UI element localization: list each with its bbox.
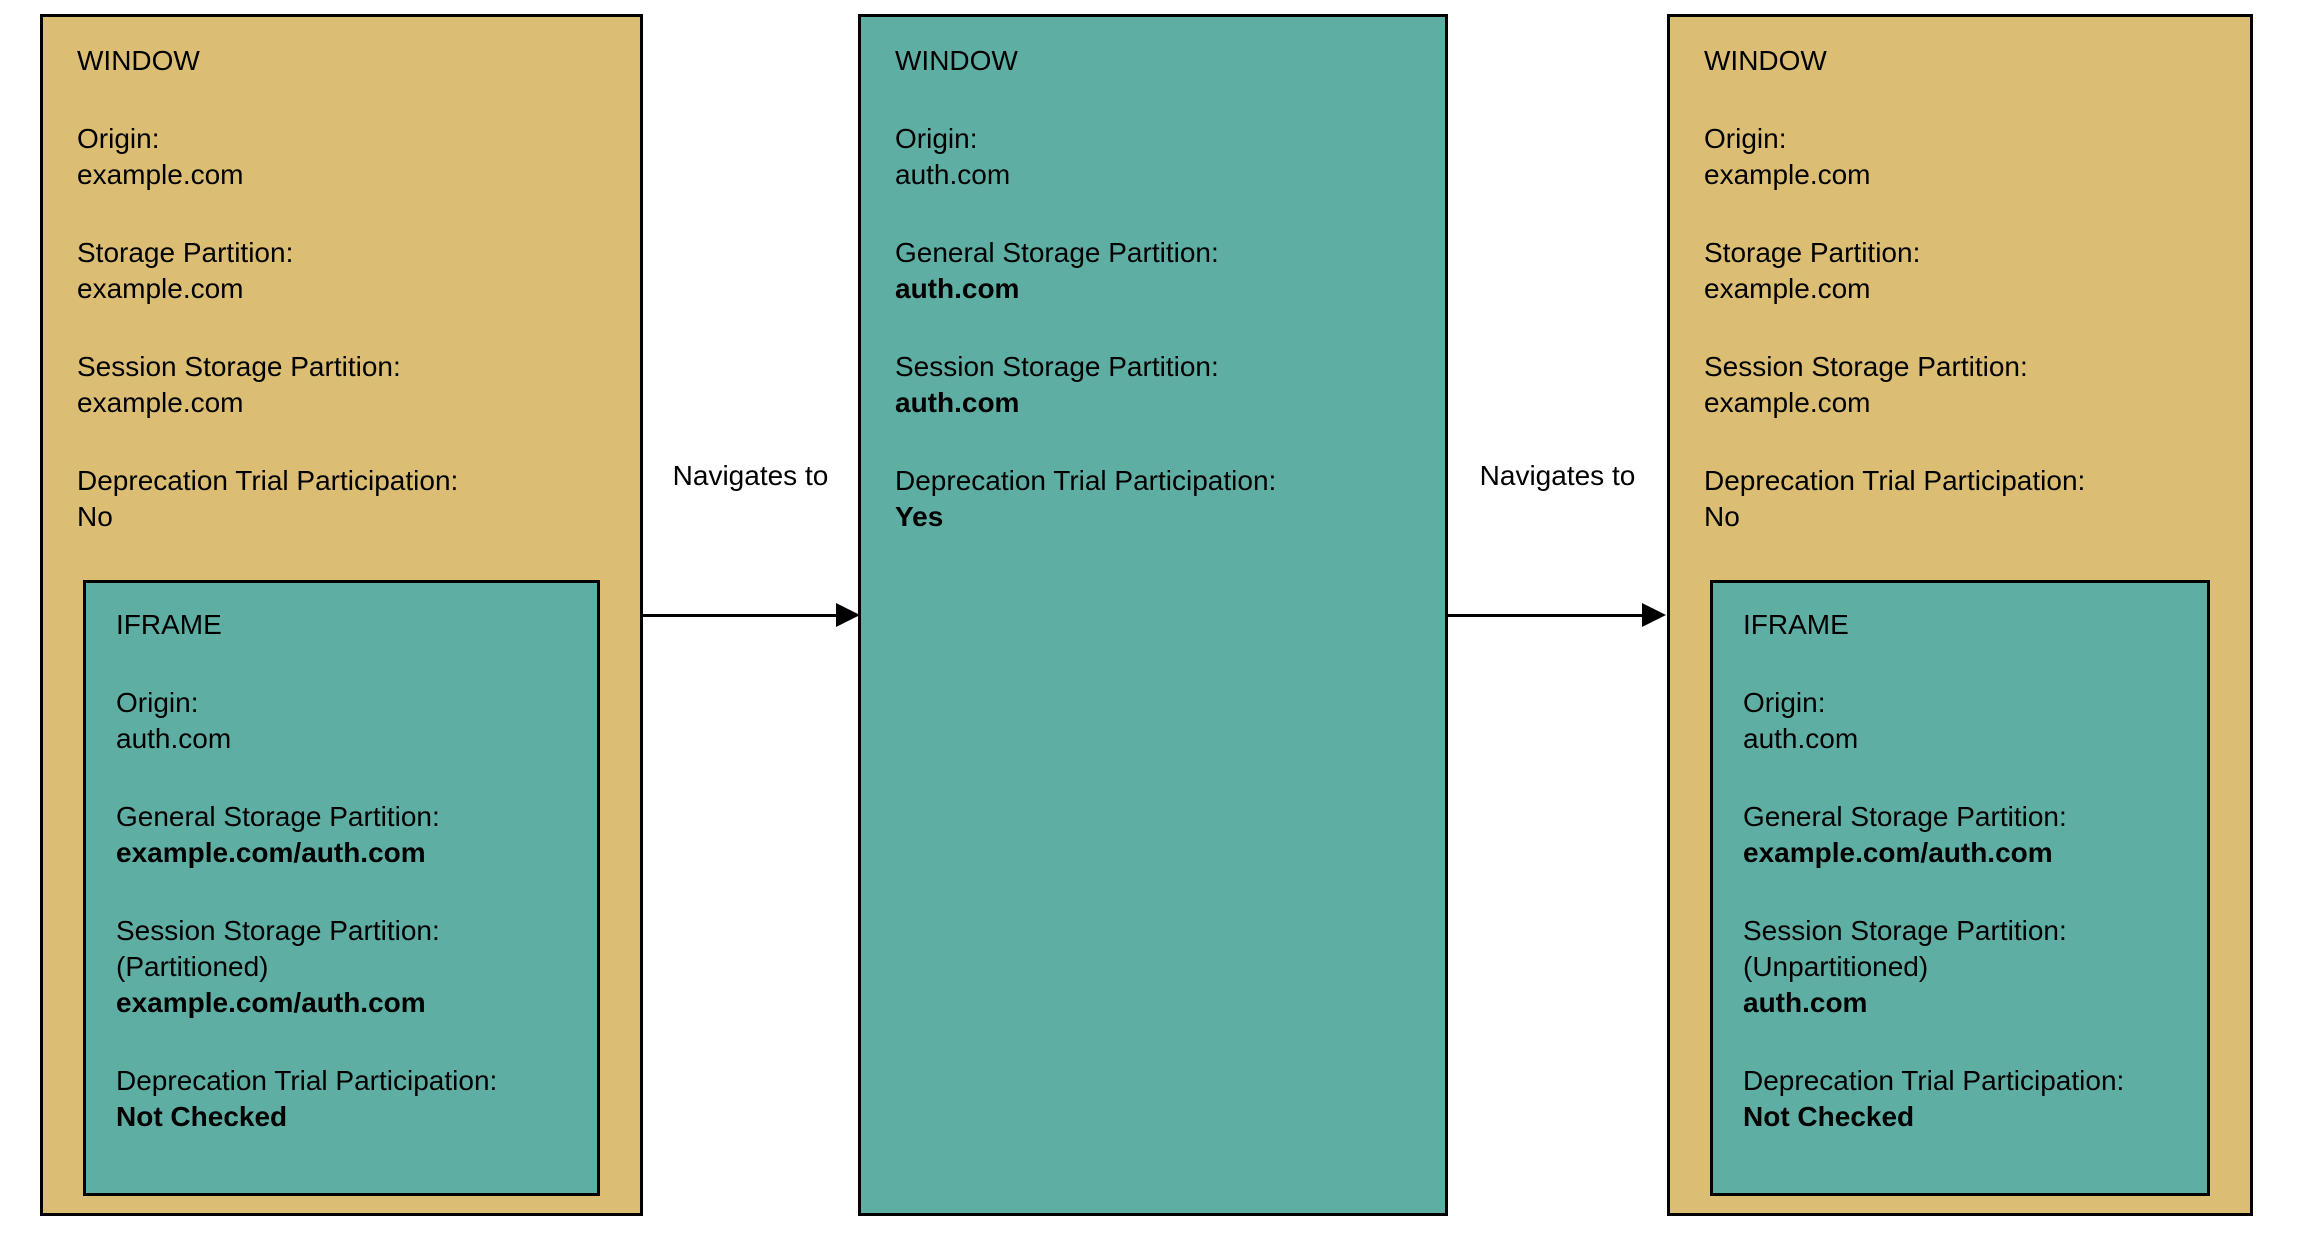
field-origin: Origin: auth.com: [895, 121, 1411, 193]
field-value: auth.com: [1743, 723, 1859, 754]
field-value: (Unpartitioned): [1743, 951, 1929, 982]
field-value: No: [77, 501, 113, 532]
field-origin: Origin: example.com: [1704, 121, 2216, 193]
field-value: example.com: [1704, 387, 1871, 418]
arrow-label: Navigates to: [1479, 460, 1636, 491]
field-label: Session Storage Partition:: [77, 351, 401, 382]
field-general-storage-partition: General Storage Partition: example.com/a…: [1743, 799, 2179, 871]
field-label: Origin:: [77, 123, 160, 154]
field-origin: Origin: example.com: [77, 121, 606, 193]
field-deprecation-trial: Deprecation Trial Participation: Yes: [895, 463, 1411, 535]
field-label: Storage Partition:: [77, 237, 294, 268]
field-label: Storage Partition:: [1704, 237, 1921, 268]
field-value: example.com: [77, 273, 244, 304]
arrow-head-icon: [836, 603, 860, 627]
field-value: example.com: [1704, 273, 1871, 304]
field-label: Session Storage Partition:: [1743, 915, 2067, 946]
field-value: No: [1704, 501, 1740, 532]
field-deprecation-trial: Deprecation Trial Participation: No: [77, 463, 606, 535]
iframe-title: IFRAME: [116, 609, 222, 640]
field-value: Yes: [895, 501, 944, 532]
field-label: Deprecation Trial Participation:: [116, 1065, 498, 1096]
field-label: Deprecation Trial Participation:: [895, 465, 1277, 496]
field-deprecation-trial: Deprecation Trial Participation: No: [1704, 463, 2216, 535]
field-value: auth.com: [116, 723, 232, 754]
field-value: Not Checked: [1743, 1101, 1915, 1132]
field-value: example.com/auth.com: [116, 837, 426, 868]
field-storage-partition: Storage Partition: example.com: [77, 235, 606, 307]
field-label: Origin:: [895, 123, 978, 154]
field-storage-partition: Storage Partition: example.com: [1704, 235, 2216, 307]
window-box-middle: WINDOW Origin: auth.com General Storage …: [858, 14, 1448, 1216]
window-title: WINDOW: [895, 45, 1018, 76]
arrow-label: Navigates to: [672, 460, 829, 491]
field-session-storage-partition: Session Storage Partition: example.com: [1704, 349, 2216, 421]
field-value: example.com: [77, 387, 244, 418]
field-label: Deprecation Trial Participation:: [1743, 1065, 2125, 1096]
iframe-box-left: IFRAME Origin: auth.com General Storage …: [83, 580, 600, 1196]
field-value: example.com: [77, 159, 244, 190]
arrow-head-icon: [1642, 603, 1666, 627]
iframe-box-right: IFRAME Origin: auth.com General Storage …: [1710, 580, 2210, 1196]
window-box-right: WINDOW Origin: example.com Storage Parti…: [1667, 14, 2253, 1216]
field-deprecation-trial: Deprecation Trial Participation: Not Che…: [116, 1063, 569, 1135]
field-session-storage-partition: Session Storage Partition: (Partitioned)…: [116, 913, 569, 1021]
field-label: General Storage Partition:: [116, 801, 440, 832]
field-deprecation-trial: Deprecation Trial Participation: Not Che…: [1743, 1063, 2179, 1135]
field-general-storage-partition: General Storage Partition: auth.com: [895, 235, 1411, 307]
iframe-title: IFRAME: [1743, 609, 1849, 640]
field-value: (Partitioned): [116, 951, 269, 982]
field-label: Origin:: [1704, 123, 1787, 154]
field-value: auth.com: [895, 159, 1011, 190]
navigates-arrow-line: [1448, 614, 1644, 617]
field-value: auth.com: [895, 387, 1020, 418]
field-label: Session Storage Partition:: [1704, 351, 2028, 382]
field-value: auth.com: [1743, 987, 1868, 1018]
field-session-storage-partition: Session Storage Partition: auth.com: [895, 349, 1411, 421]
field-label: Origin:: [116, 687, 199, 718]
field-value: auth.com: [895, 273, 1020, 304]
field-value: example.com: [1704, 159, 1871, 190]
window-title: WINDOW: [1704, 45, 1827, 76]
field-origin: Origin: auth.com: [116, 685, 569, 757]
navigates-arrow-line: [643, 614, 839, 617]
field-session-storage-partition: Session Storage Partition: (Unpartitione…: [1743, 913, 2179, 1021]
field-value: example.com/auth.com: [116, 987, 426, 1018]
field-label: Deprecation Trial Participation:: [1704, 465, 2086, 496]
field-label: General Storage Partition:: [895, 237, 1219, 268]
field-label: Origin:: [1743, 687, 1826, 718]
field-origin: Origin: auth.com: [1743, 685, 2179, 757]
window-box-left: WINDOW Origin: example.com Storage Parti…: [40, 14, 643, 1216]
field-session-storage-partition: Session Storage Partition: example.com: [77, 349, 606, 421]
field-label: Deprecation Trial Participation:: [77, 465, 459, 496]
field-general-storage-partition: General Storage Partition: example.com/a…: [116, 799, 569, 871]
field-label: General Storage Partition:: [1743, 801, 2067, 832]
field-label: Session Storage Partition:: [116, 915, 440, 946]
field-value: Not Checked: [116, 1101, 288, 1132]
field-value: example.com/auth.com: [1743, 837, 2053, 868]
field-label: Session Storage Partition:: [895, 351, 1219, 382]
window-title: WINDOW: [77, 45, 200, 76]
